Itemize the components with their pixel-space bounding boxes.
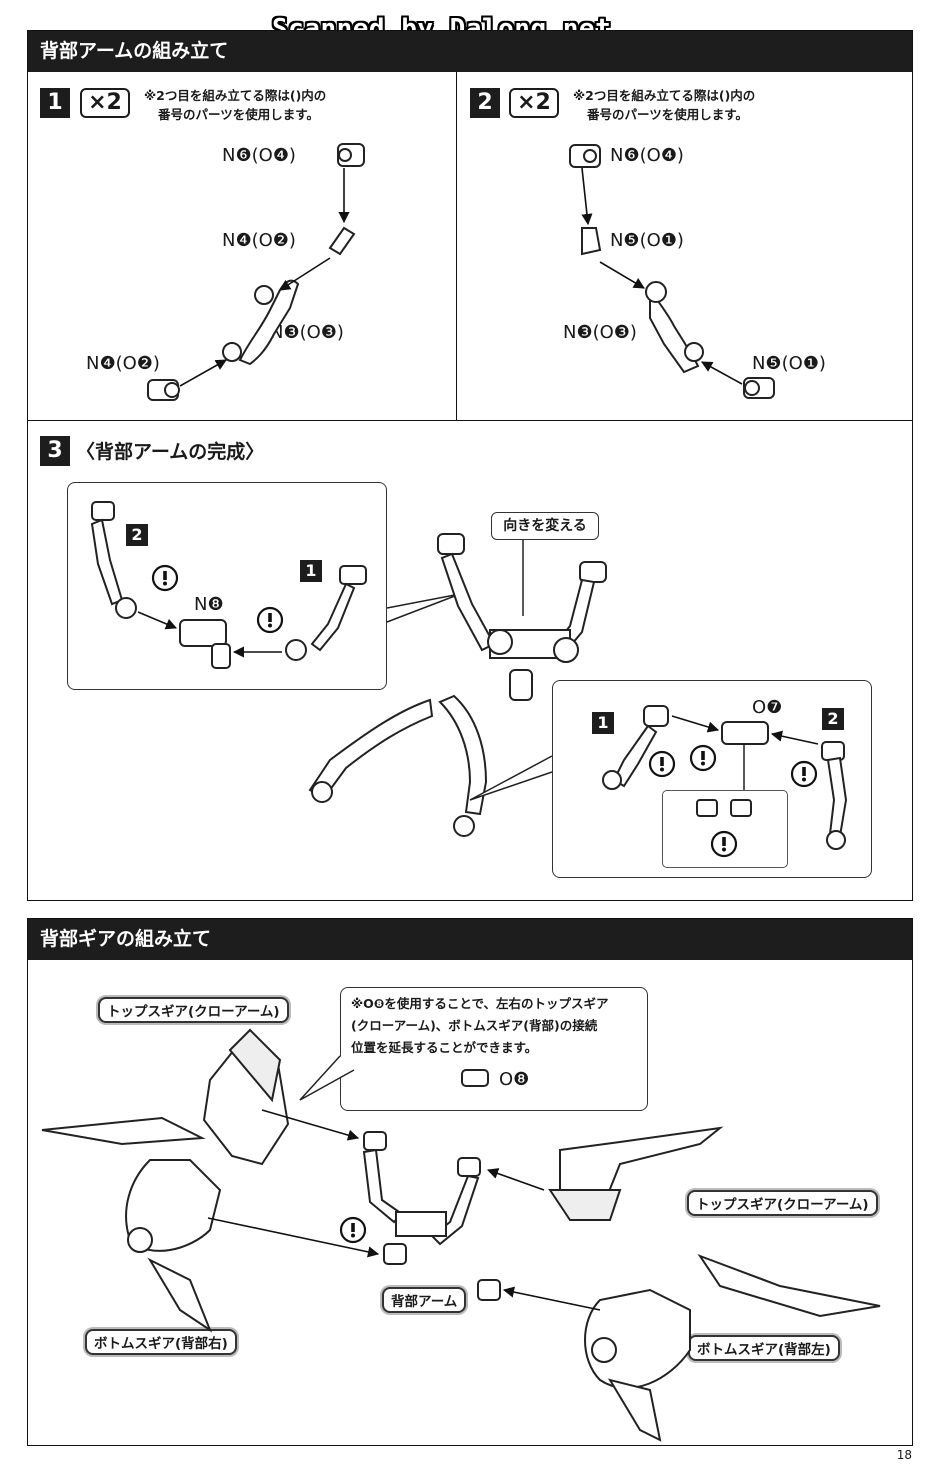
step-divider-vertical [456,72,457,421]
part-label: N❹(O❷) [222,230,296,251]
part-label: N❹(O❷) [86,353,160,374]
inset-left-parts [90,501,367,669]
note-text: ※O❽を使用することで、左右のトップスギア (クローアーム)、ボトムスギア(背部… [351,994,609,1057]
step-divider-horizontal [27,420,913,421]
part-label: N❽ [194,594,224,615]
note-line: ※2つ目を組み立てる際は()内の [144,88,327,103]
step-note: ※2つ目を組み立てる際は()内の 番号のパーツを使用します。 [144,86,326,124]
note-line: 番号のパーツを使用します。 [587,107,749,122]
step-number: 3 [40,436,70,466]
step-number: 1 [40,88,70,118]
inset-pointer [386,593,461,623]
inset-tag: 1 [300,560,322,582]
orientation-callout: 向きを変える [491,512,599,540]
note-line: ※2つ目を組み立てる際は()内の [573,88,756,103]
part-label: N❺(O❶) [610,230,684,251]
note-line: 位置を延長することができます。 [351,1040,538,1055]
section-header-back-arm: 背部アームの組み立て [28,30,912,72]
gear-illustrations [41,1028,881,1442]
extension-note-box: ※O❽を使用することで、左右のトップスギア (クローアーム)、ボトムスギア(背部… [340,987,648,1111]
label-back-arm: 背部アーム [382,1287,467,1313]
section-header-back-gear: 背部ギアの組み立て [28,918,912,960]
note-line: 番号のパーツを使用します。 [158,107,320,122]
inset-right-parts [602,705,848,850]
note-pointer [299,1055,355,1101]
part-label: O❼ [752,697,783,718]
label-bottoms-gear-right: ボトムスギア(背部右) [85,1329,237,1355]
step-multiplier: ×2 [509,88,559,118]
step2-parts [569,144,775,399]
note-line: ※O❽を使用することで、左右のトップスギア [351,996,609,1011]
step-note: ※2つ目を組み立てる際は()内の 番号のパーツを使用します。 [573,86,755,124]
section-title: 背部アームの組み立て [40,40,229,62]
step-multiplier: ×2 [80,88,130,118]
step-title: 〈背部アームの完成〉 [76,441,265,463]
inset-tag: 2 [126,524,148,546]
section-title: 背部ギアの組み立て [40,928,212,950]
inset-tag: 1 [592,712,614,734]
part-label: N❸(O❸) [270,322,344,343]
inset-tag: 2 [822,708,844,730]
section-frame-back-gear [27,918,913,1446]
section-frame-back-arm [27,30,913,901]
page-number: 18 [896,1448,912,1462]
part-label: N❸(O❸) [563,322,637,343]
step-number: 2 [470,88,500,118]
note-line: (クローアーム)、ボトムスギア(背部)の接続 [351,1018,598,1033]
label-bottoms-gear-left: ボトムスギア(背部左) [688,1335,840,1361]
part-label: N❺(O❶) [752,353,826,374]
assembled-arm [308,533,607,837]
label-tops-gear-right: トップスギア(クローアーム) [687,1190,878,1216]
inset-pointer [469,755,553,801]
part-label: N❻(O❹) [610,145,684,166]
part-label: O❽ [499,1069,530,1090]
part-label: N❻(O❹) [222,145,296,166]
label-tops-gear-left: トップスギア(クローアーム) [98,997,289,1023]
step1-parts [147,143,365,401]
